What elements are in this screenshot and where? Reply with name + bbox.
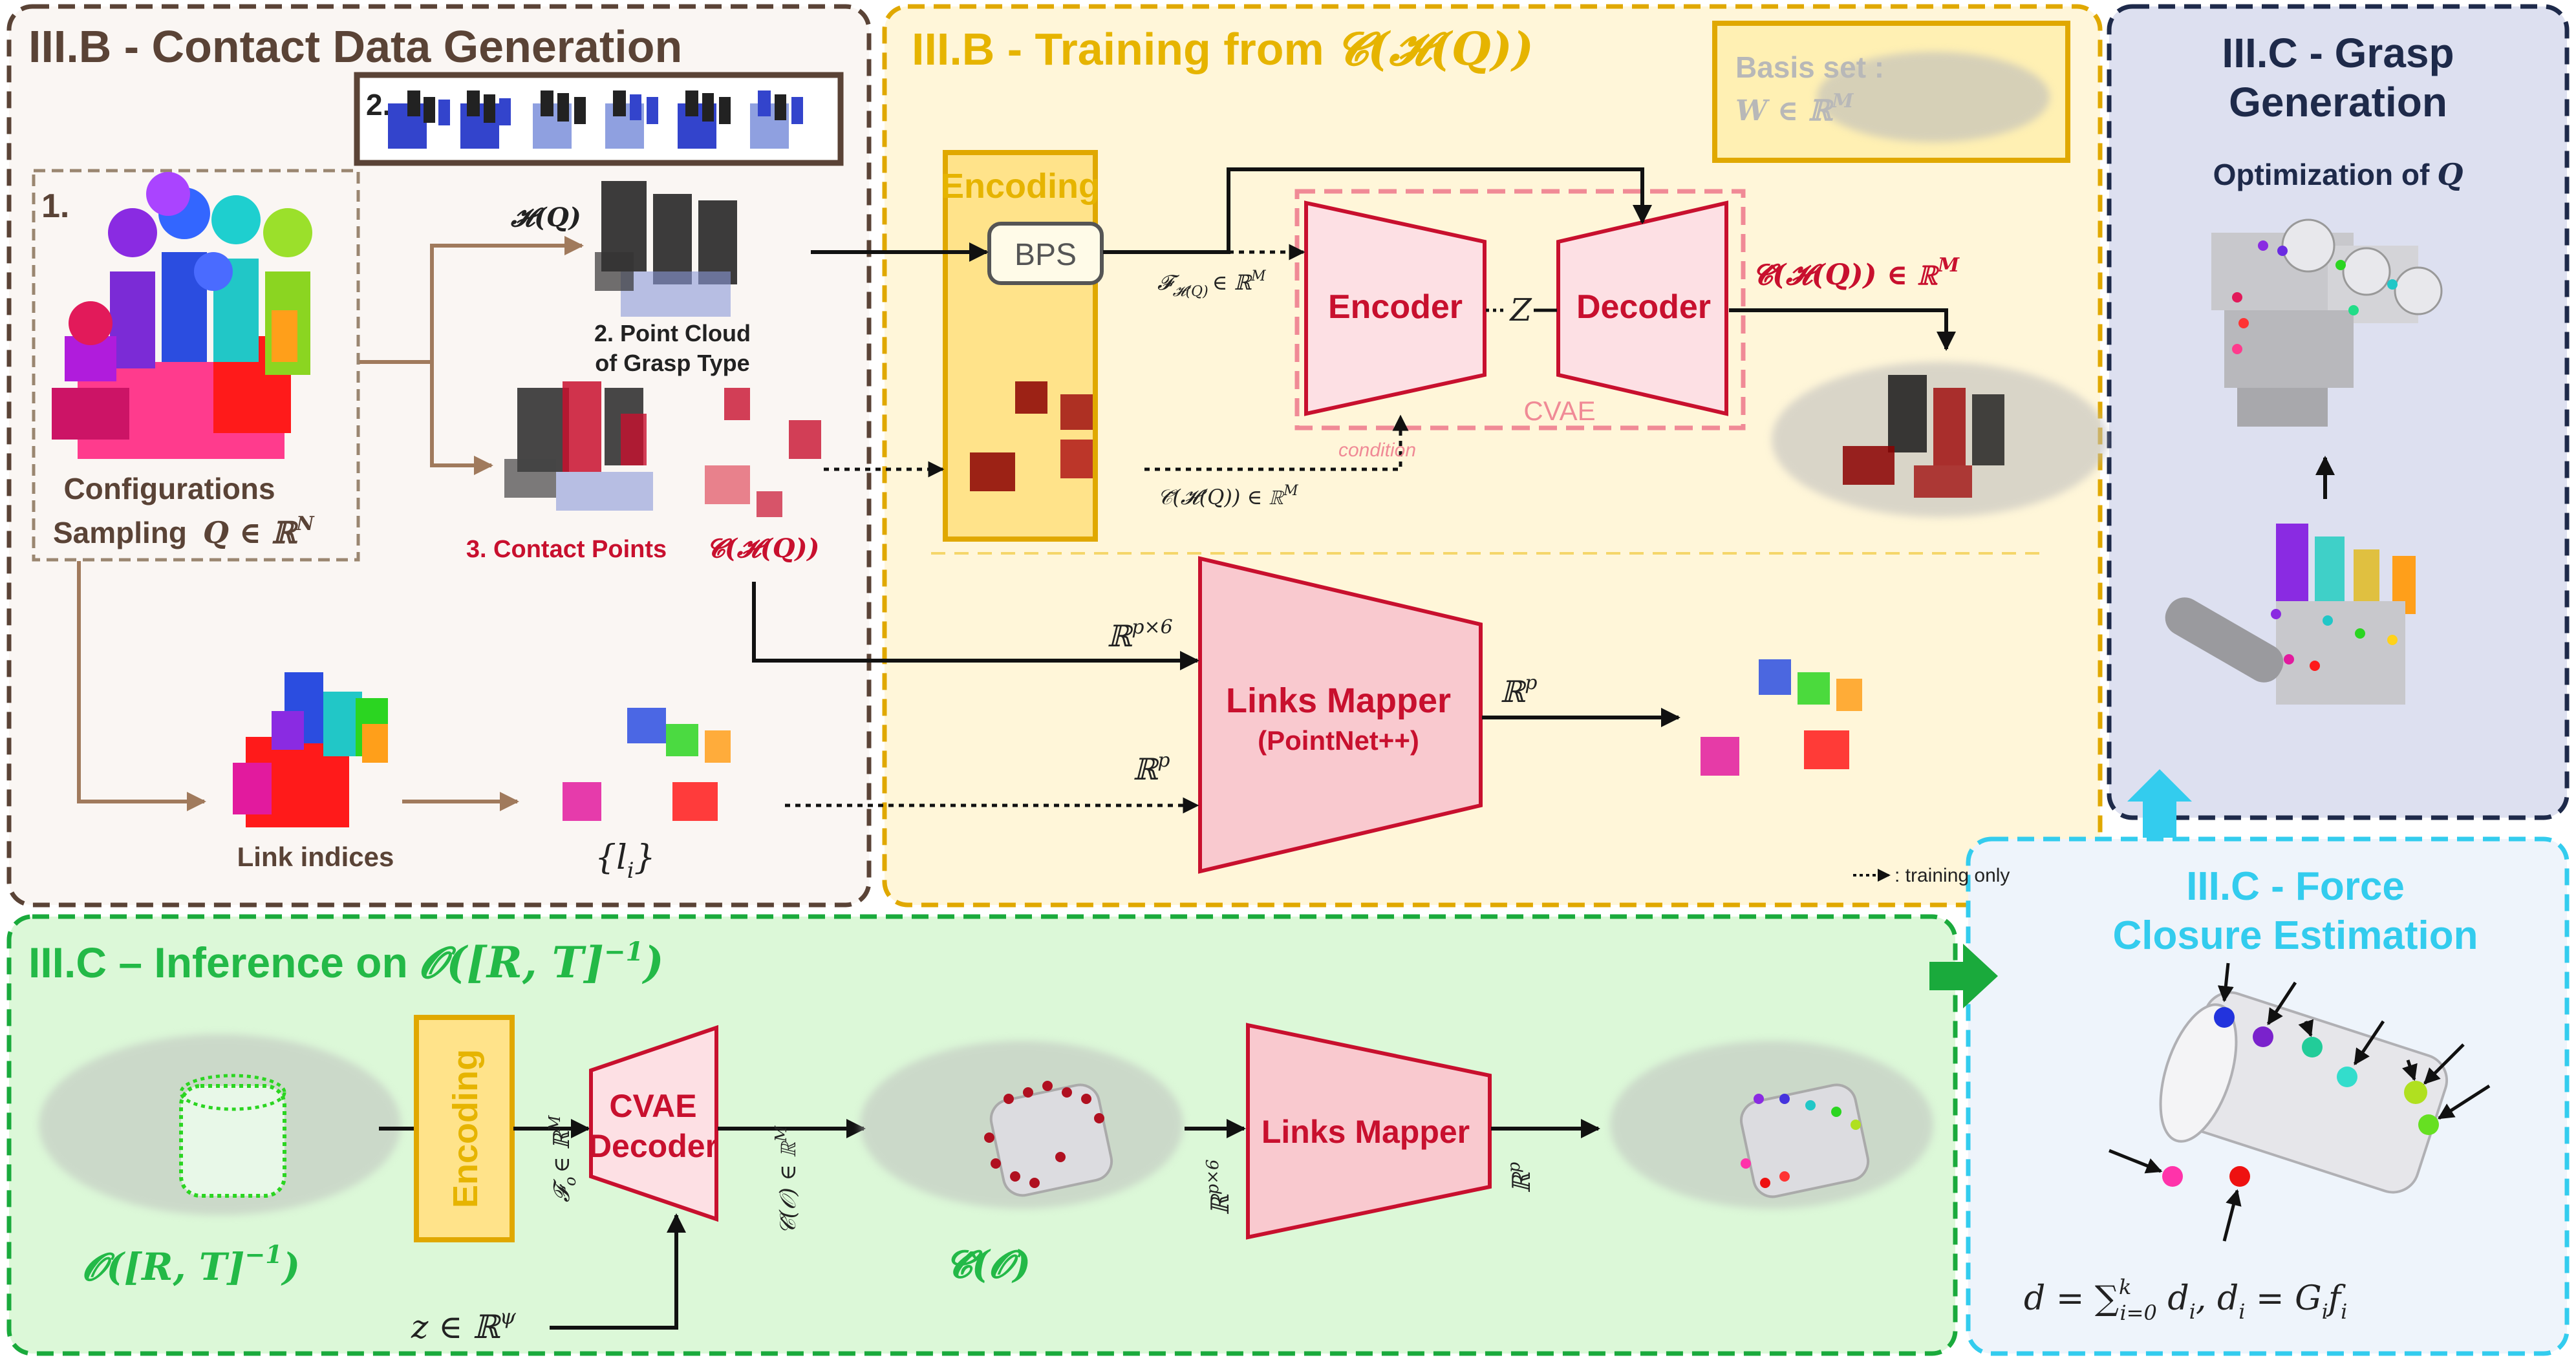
output-colored-contacts <box>1610 1041 1933 1209</box>
inference-rp-label: ℝp <box>1505 1162 1536 1193</box>
arrow-config-to-contacts <box>430 362 493 475</box>
encoder-label: Encoder <box>1328 288 1463 326</box>
basis-cloud <box>1817 52 2050 142</box>
link-indices-hand <box>233 672 388 827</box>
inference-encoding-block <box>414 1015 515 1242</box>
force-title-line1: III.C - Force <box>2186 864 2405 909</box>
links-mapper-label: Links Mapper <box>1226 681 1451 720</box>
reconstructed-contact-cloud <box>1772 362 2108 517</box>
chat-label: 𝓒̂(𝓗(Q)) ∈ ℝM <box>1752 254 1960 292</box>
rp-in-label: ℝp <box>1133 749 1170 787</box>
cvae-box <box>1294 189 1746 430</box>
rp6-label: ℝp×6 <box>1107 616 1173 653</box>
links-mapper-block <box>1198 556 1483 874</box>
force-vectors <box>2109 962 2491 1242</box>
initial-grasp-render <box>2165 524 2416 705</box>
bps-label: BPS <box>1014 238 1077 272</box>
li-label: {li} <box>595 838 656 884</box>
link-indices-label: Link indices <box>237 842 394 872</box>
step1-label: 1. <box>41 187 69 225</box>
predicted-object-contacts <box>860 1041 1183 1209</box>
arrow-config-to-branches <box>360 236 584 364</box>
inference-links-mapper-label: Links Mapper <box>1261 1114 1470 1150</box>
co-label: 𝒞̂(𝒪) ∈ ℝM <box>772 1125 801 1235</box>
point-cloud-label-line1: 2. Point Cloud <box>594 320 751 346</box>
force-title-line2: Closure Estimation <box>2113 913 2478 958</box>
step1-box <box>32 169 360 562</box>
arrow-config-to-link-indices <box>77 561 206 811</box>
inference-encoding-label: Encoding <box>446 1049 485 1208</box>
contact-points-cloud <box>504 381 653 511</box>
step2-label: 2. <box>366 88 391 122</box>
object-label: 𝓞([R, T]−1) <box>83 1240 300 1289</box>
arrow-inference-to-force <box>1929 944 1998 1008</box>
grasp-title-line2: Generation <box>2229 79 2447 125</box>
grasp-point-cloud <box>595 181 737 317</box>
hq-label: 𝓗(Q) <box>511 202 581 233</box>
point-cloud-label-line2: of Grasp Type <box>595 350 749 376</box>
config-label-line2: Sampling Q ∈ ℝN <box>53 513 315 550</box>
inference-cvae-label-line1: CVAE <box>609 1088 696 1124</box>
arrow-contacts-to-links-mapper <box>752 582 1199 670</box>
optimized-grasp-render <box>2211 218 2443 427</box>
condition-label: condition <box>1338 440 1416 461</box>
fo-label: 𝓕o∈ ℝM <box>546 1114 579 1202</box>
arrow-z-to-decoder <box>550 1213 686 1330</box>
encoding-contact-cloud <box>970 381 1093 491</box>
cvae-label: CVAE <box>1523 396 1595 426</box>
grasp-title-line1: III.C - Grasp <box>2222 30 2454 76</box>
encoder-block <box>1304 200 1487 416</box>
ctilde-label: 𝒞̃(𝓗(Q)) ∈ ℝM <box>1157 483 1298 509</box>
decoder-block <box>1556 200 1728 416</box>
arrow-force-to-grasp <box>2127 769 2192 838</box>
colored-link-clouds <box>563 708 731 821</box>
arrow-condition <box>1144 414 1409 471</box>
grasp-type-thumbnails <box>388 90 803 149</box>
rp-out-label: ℝp <box>1500 672 1537 709</box>
pointnet-label: (PointNet++) <box>1258 725 1419 756</box>
decoder-label: Decoder <box>1576 288 1711 326</box>
config-label-line1: Configurations <box>63 472 275 505</box>
force-contact-points <box>2162 1007 2439 1187</box>
inference-cvae-label-line2: Decoder <box>588 1128 718 1164</box>
object-point-cloud <box>39 1034 401 1215</box>
training-only-legend: : training only <box>1894 865 2010 886</box>
training-encoding-block <box>943 150 1098 542</box>
inference-rp6-label: ℝp×6 <box>1203 1159 1234 1215</box>
arrow-bps-to-encoder <box>1103 167 1652 254</box>
z-label: z ∈ ℝψ <box>411 1304 517 1346</box>
contact-points-label: 3. Contact Points <box>466 536 667 563</box>
contact-panel-title: III.B - Contact Data Generation <box>28 21 682 72</box>
chat-o-label: 𝓒̂(𝓞) <box>945 1242 1031 1286</box>
panel-grasp-bg <box>2107 4 2570 820</box>
basis-set-math: W ∈ ℝM <box>1735 90 1854 127</box>
training-encoding-label: Encoding <box>941 167 1100 206</box>
bps-box <box>987 222 1104 285</box>
force-closure-cylinder <box>2159 991 2449 1194</box>
latent-z-label: Z <box>1508 292 1532 328</box>
extracted-contacts-cloud <box>705 388 821 517</box>
arrow-decoder-to-output <box>1729 308 1956 351</box>
inference-cvae-decoder-block <box>589 1025 718 1222</box>
basis-set-label: Basis set : <box>1735 50 1884 84</box>
sampled-hand-configuration <box>52 172 312 459</box>
predicted-link-clouds <box>1701 659 1862 776</box>
inference-links-mapper-block <box>1246 1023 1492 1240</box>
chq-label: 𝓒(𝓗(Q)) <box>707 533 820 564</box>
